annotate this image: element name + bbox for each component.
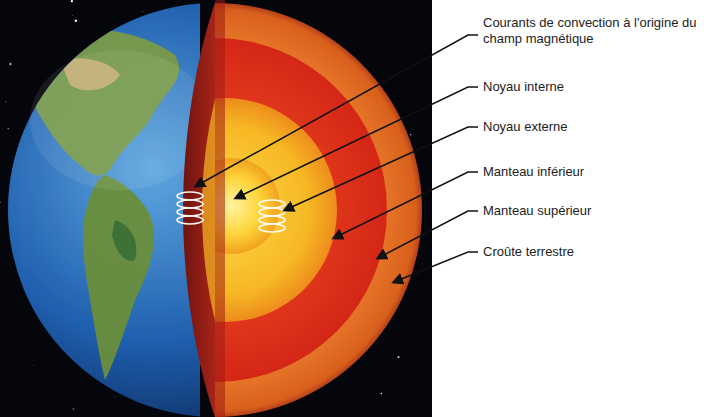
- star: [32, 365, 34, 367]
- star: [73, 408, 75, 410]
- layer-label: Manteau inférieur: [483, 164, 683, 180]
- star: [114, 396, 116, 398]
- layer-label: Manteau supérieur: [483, 203, 683, 219]
- star: [72, 15, 74, 17]
- star: [141, 10, 143, 12]
- star: [75, 20, 78, 23]
- layer-label: Noyau externe: [483, 119, 683, 135]
- star: [410, 134, 412, 136]
- star: [381, 393, 382, 394]
- layer-label: Noyau interne: [483, 79, 683, 95]
- callout-note: Courants de convection à l'origine du ch…: [483, 15, 698, 47]
- layer-label: Croûte terrestre: [483, 244, 683, 260]
- star: [7, 128, 9, 130]
- star: [397, 356, 399, 358]
- star: [71, 0, 73, 2]
- star: [5, 101, 6, 102]
- star: [9, 63, 11, 65]
- star: [0, 201, 1, 203]
